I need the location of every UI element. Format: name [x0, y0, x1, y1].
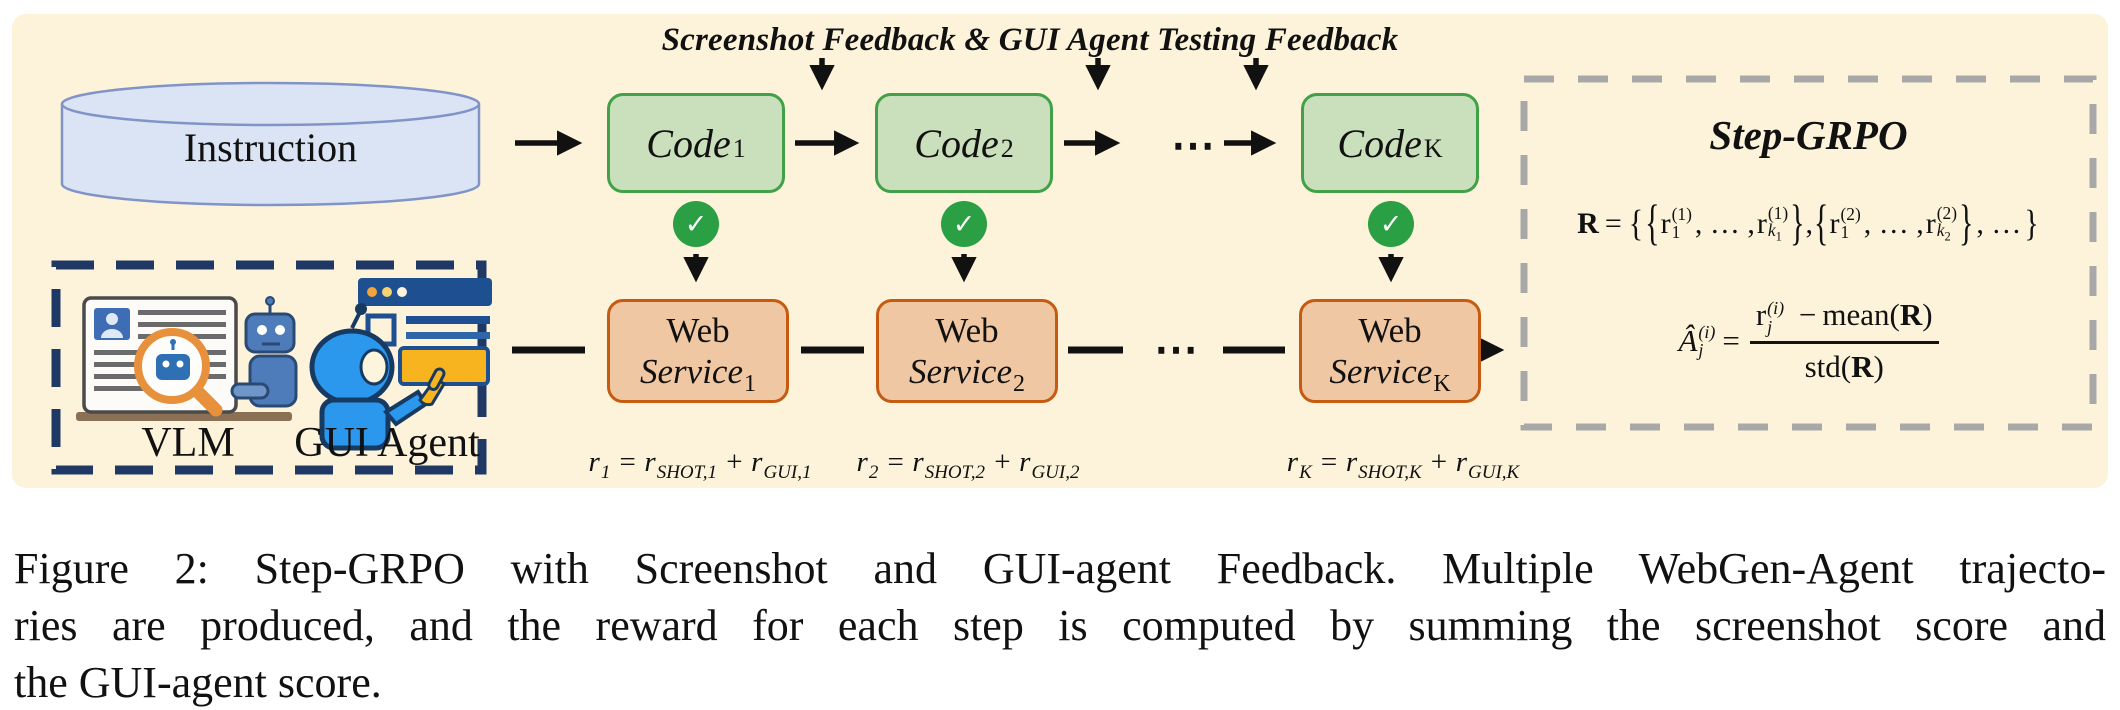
code-2-label: Code: [914, 120, 999, 166]
reward-equation-k: rK = rSHOT,K + rGUI,K: [1286, 446, 1520, 483]
web-2-line2: Service: [909, 352, 1012, 391]
caption-line-2: ries are produced, and the reward for ea…: [14, 601, 2106, 650]
feedback-banner-title: Screenshot Feedback & GUI Agent Testing …: [661, 22, 1399, 58]
step-grpo-title: Step-GRPO: [1709, 112, 1908, 158]
advantage-fraction: r(i)j −mean(R) std(R): [1749, 297, 1939, 385]
vlm-icon: [76, 296, 298, 421]
web-2-line1: Web: [935, 310, 999, 350]
web-k-line2: Service: [1329, 352, 1433, 391]
instruction-cylinder: [60, 81, 481, 207]
figure-caption: Figure 2: Step-GRPO with Screenshot and …: [14, 540, 2106, 710]
step-grpo-panel: Step-GRPO R = { { r (1)1 , … , r (1)k1 }…: [1524, 79, 2093, 427]
caption-line-3: the GUI-agent score.: [14, 658, 382, 707]
web-service-box-2: Web Service2: [876, 299, 1058, 403]
advantage-formula: Â (i)j = r(i)j −mean(R) std(R): [1524, 291, 2093, 391]
browser-window: [358, 278, 492, 386]
reward-set-formula: R = { { r (1)1 , … , r (1)k1 } , { r (2)…: [1577, 195, 2039, 251]
caption-line-1: Figure 2: Step-GRPO with Screenshot and …: [14, 544, 2106, 593]
gui-agent-icon: [309, 278, 492, 451]
web-1-line1: Web: [666, 310, 730, 350]
code-k-label: Code: [1337, 120, 1422, 166]
pointing-hand: [418, 367, 446, 407]
check-icon: ✓: [941, 201, 987, 247]
reward-equation-1: r1 = rSHOT,1 + rGUI,1: [588, 446, 812, 483]
bottom-row-ellipsis: ⋯: [1154, 325, 1198, 374]
web-k-line1: Web: [1358, 310, 1422, 350]
web-2-subscript: 2: [1012, 371, 1025, 397]
diagram-overlay: [51, 58, 2097, 475]
step-grpo-dashed-box: [1520, 75, 2097, 431]
magnifier-icon: [134, 328, 223, 417]
step-grpo-diagram: Screenshot Feedback & GUI Agent Testing …: [12, 14, 2108, 488]
web-1-subscript: 1: [743, 371, 756, 397]
web-k-subscript: K: [1433, 371, 1451, 397]
web-1-line2: Service: [640, 352, 743, 391]
web-service-box-k: Web ServiceK: [1299, 299, 1481, 403]
vlm-robot: [230, 296, 298, 408]
check-icon: ✓: [1368, 201, 1414, 247]
code-1-label: Code: [646, 120, 731, 166]
check-icon: ✓: [673, 201, 719, 247]
vlm-gui-dashed-box: [51, 260, 487, 475]
vlm-label: VLM: [141, 420, 235, 466]
reward-equation-2: r2 = rSHOT,2 + rGUI,2: [856, 446, 1080, 483]
instruction-label: Instruction: [183, 125, 358, 170]
gui-agent-label: GUI Agent: [294, 420, 480, 466]
agent-robot: [309, 303, 446, 451]
web-service-box-1: Web Service1: [607, 299, 789, 403]
top-row-ellipsis: ⋯: [1171, 121, 1215, 170]
